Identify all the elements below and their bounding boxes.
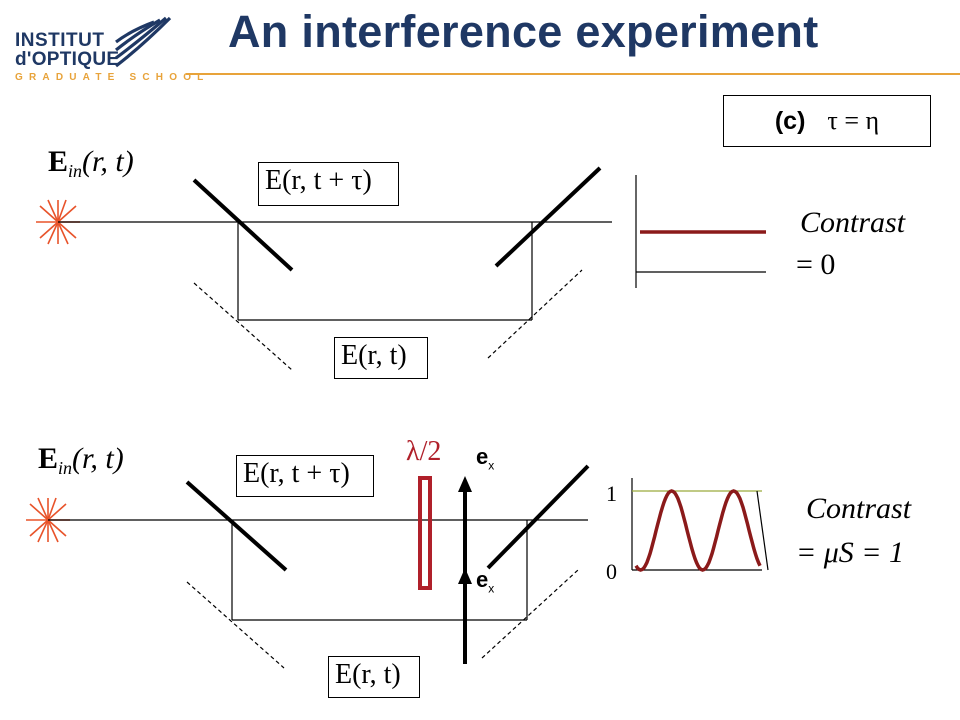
- bottom-mirror-right: [481, 569, 579, 659]
- top-lower-arm-field: E(r, t): [334, 337, 428, 379]
- logo-swoosh-icon: [115, 16, 172, 68]
- bottom-mirror-left: [186, 581, 285, 669]
- bottom-beamsplitter-left: [185, 480, 288, 572]
- axis-tick-1: 1: [606, 481, 617, 506]
- waveplate-label: λ/2: [406, 436, 442, 467]
- top-mirror-left: [193, 282, 293, 371]
- page-title: An interference experiment: [228, 6, 819, 57]
- bottom-contrast-label: Contrast: [806, 492, 912, 525]
- bottom-lower-arm-field: E(r, t): [328, 656, 420, 698]
- case-box: (c) τ = η: [723, 95, 931, 147]
- bottom-upper-arm-field: E(r, t + τ): [236, 455, 374, 497]
- bottom-output-plot: [631, 478, 769, 572]
- top-input-field-label: Ein(r, t): [48, 145, 134, 181]
- half-wave-plate: [418, 476, 432, 590]
- polarization-label-top: ex: [476, 444, 495, 473]
- logo-text-line3: GRADUATE SCHOOL: [15, 72, 210, 83]
- top-contrast-label: Contrast: [800, 206, 906, 239]
- bottom-contrast-value: = μS = 1: [796, 536, 905, 569]
- top-beamsplitter-right: [494, 166, 602, 268]
- axis-tick-0: 0: [606, 559, 617, 584]
- polarization-label-bottom: ex: [476, 567, 495, 596]
- bottom-sine-signal: [634, 489, 762, 572]
- logo-text-line1: INSTITUT: [15, 30, 105, 51]
- top-output-plot: [635, 175, 766, 288]
- title-rule: [186, 73, 960, 75]
- top-contrast-value: = 0: [796, 248, 836, 281]
- logo-text-line2: d'OPTIQUE: [15, 49, 120, 70]
- case-equation: τ = η: [827, 106, 880, 135]
- top-beamsplitter-left: [192, 178, 294, 272]
- bottom-input-field-label: Ein(r, t): [38, 442, 124, 478]
- top-mirror-right: [487, 269, 583, 359]
- bottom-beamsplitter-right: [486, 464, 590, 570]
- polarization-arrows: [458, 476, 472, 664]
- top-upper-arm-field: E(r, t + τ): [258, 162, 399, 206]
- case-label: (c): [774, 106, 806, 135]
